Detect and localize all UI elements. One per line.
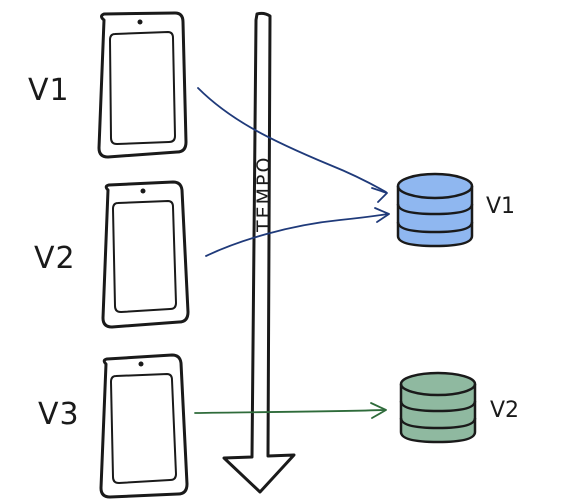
phone-device-3 xyxy=(99,353,189,499)
timeline-label: TEMPO xyxy=(253,156,275,233)
client-label-3: V3 xyxy=(38,397,80,432)
client-label-1: V1 xyxy=(28,73,70,108)
arrow-client2-to-db1 xyxy=(205,207,390,257)
client-label-2: V2 xyxy=(34,241,76,276)
arrow-client1-to-db1 xyxy=(197,87,388,203)
arrow-client3-to-db2 xyxy=(194,402,387,419)
database-icon-v2 xyxy=(399,371,477,444)
database-icon-v1 xyxy=(396,172,474,248)
phone-device-2 xyxy=(101,180,190,329)
phone-device-1 xyxy=(97,11,188,159)
database-label-v1: V1 xyxy=(486,194,515,219)
timeline-arrow xyxy=(222,11,296,494)
database-label-v2: V2 xyxy=(490,398,519,423)
